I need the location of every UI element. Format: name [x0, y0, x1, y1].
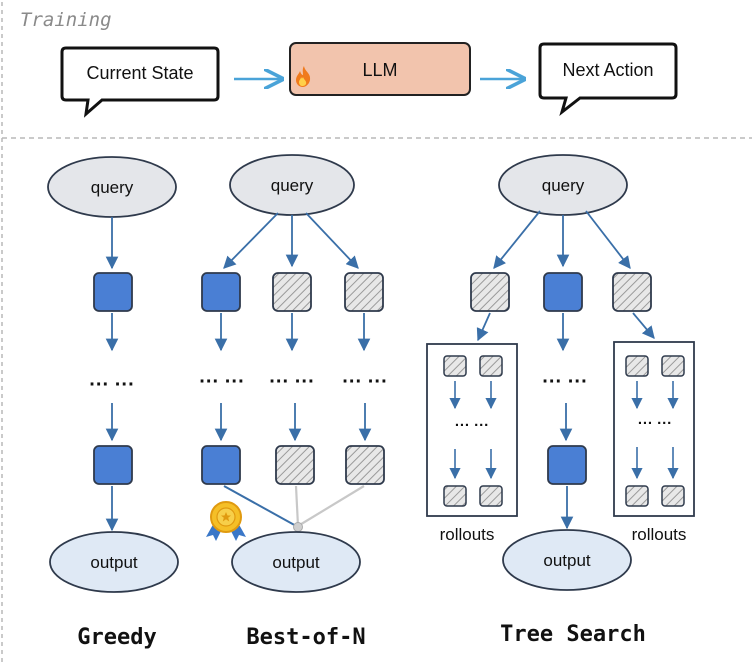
rollout-box-left: ··· ··· [426, 343, 518, 517]
greedy-output-node [49, 531, 179, 593]
rollout-box-right: ··· ··· [613, 341, 695, 517]
greedy-ellipsis: ··· ··· [89, 374, 135, 396]
ts-arrow-to-rollout-right [632, 312, 655, 339]
ts-arrow-to-rollout-left [476, 312, 491, 342]
bon-step-node-2b [275, 445, 315, 485]
bon-step-node-2a [272, 272, 312, 312]
bon-ellipsis-1: ··· ··· [199, 371, 245, 393]
bon-step-node-1b [201, 445, 241, 485]
bon-output-node [231, 531, 361, 593]
ts-rollouts-left-label: rollouts [440, 525, 495, 544]
ts-query-label: query [542, 176, 585, 195]
bon-step-node-3b [345, 445, 385, 485]
ts-output-node [502, 529, 632, 591]
ts-rollout-left-ellipsis: ··· ··· [455, 417, 489, 434]
bon-step-node-3a [344, 272, 384, 312]
current-state-bubble: Current State [60, 46, 220, 118]
ts-step-node-2 [543, 272, 583, 312]
greedy-step-node-1 [93, 272, 133, 312]
bon-gray-line-3 [297, 485, 365, 527]
llm-text: LLM [362, 60, 397, 80]
fire-icon [296, 66, 311, 87]
bon-arrow-branch-3 [305, 212, 359, 269]
ts-step-node-mid [547, 445, 587, 485]
bon-selected-line [223, 485, 299, 528]
award-medal-icon [206, 501, 246, 541]
ts-rollouts-right-label: rollouts [632, 525, 687, 544]
ts-arrow-branch-3 [585, 210, 631, 269]
training-label: Training [20, 9, 112, 31]
bon-output-label: output [272, 553, 320, 572]
next-action-bubble: Next Action [538, 42, 678, 117]
best-of-n-diagram: query ··· ··· ··· ··· ··· ··· output [199, 154, 388, 650]
greedy-query-label: query [91, 178, 134, 197]
bon-gray-line-2 [294, 485, 300, 527]
ts-arrow-branch-1 [493, 210, 541, 269]
ts-output-label: output [543, 551, 591, 570]
ts-rollout-right-ellipsis: ··· ··· [638, 415, 672, 432]
current-state-text: Current State [86, 63, 193, 83]
greedy-output-label: output [90, 553, 138, 572]
tree-search-diagram: query ··· ··· rollouts ··· ··· out [426, 154, 695, 647]
greedy-title: Greedy [77, 625, 156, 650]
bon-title: Best-of-N [246, 625, 365, 650]
bon-step-node-1a [201, 272, 241, 312]
bon-query-label: query [271, 176, 314, 195]
next-action-text: Next Action [562, 60, 653, 80]
llm-box: LLM [289, 42, 471, 96]
greedy-diagram: query ··· ··· output Greedy [47, 156, 179, 650]
bon-ellipsis-2: ··· ··· [269, 371, 315, 393]
ts-ellipsis-mid: ··· ··· [542, 371, 588, 393]
bon-arrow-branch-1 [223, 212, 279, 269]
ts-title: Tree Search [500, 622, 646, 647]
greedy-step-node-2 [93, 445, 133, 485]
bon-ellipsis-3: ··· ··· [342, 371, 388, 393]
ts-step-node-1 [470, 272, 510, 312]
bon-merge-dot [293, 522, 303, 532]
ts-step-node-3 [612, 272, 652, 312]
